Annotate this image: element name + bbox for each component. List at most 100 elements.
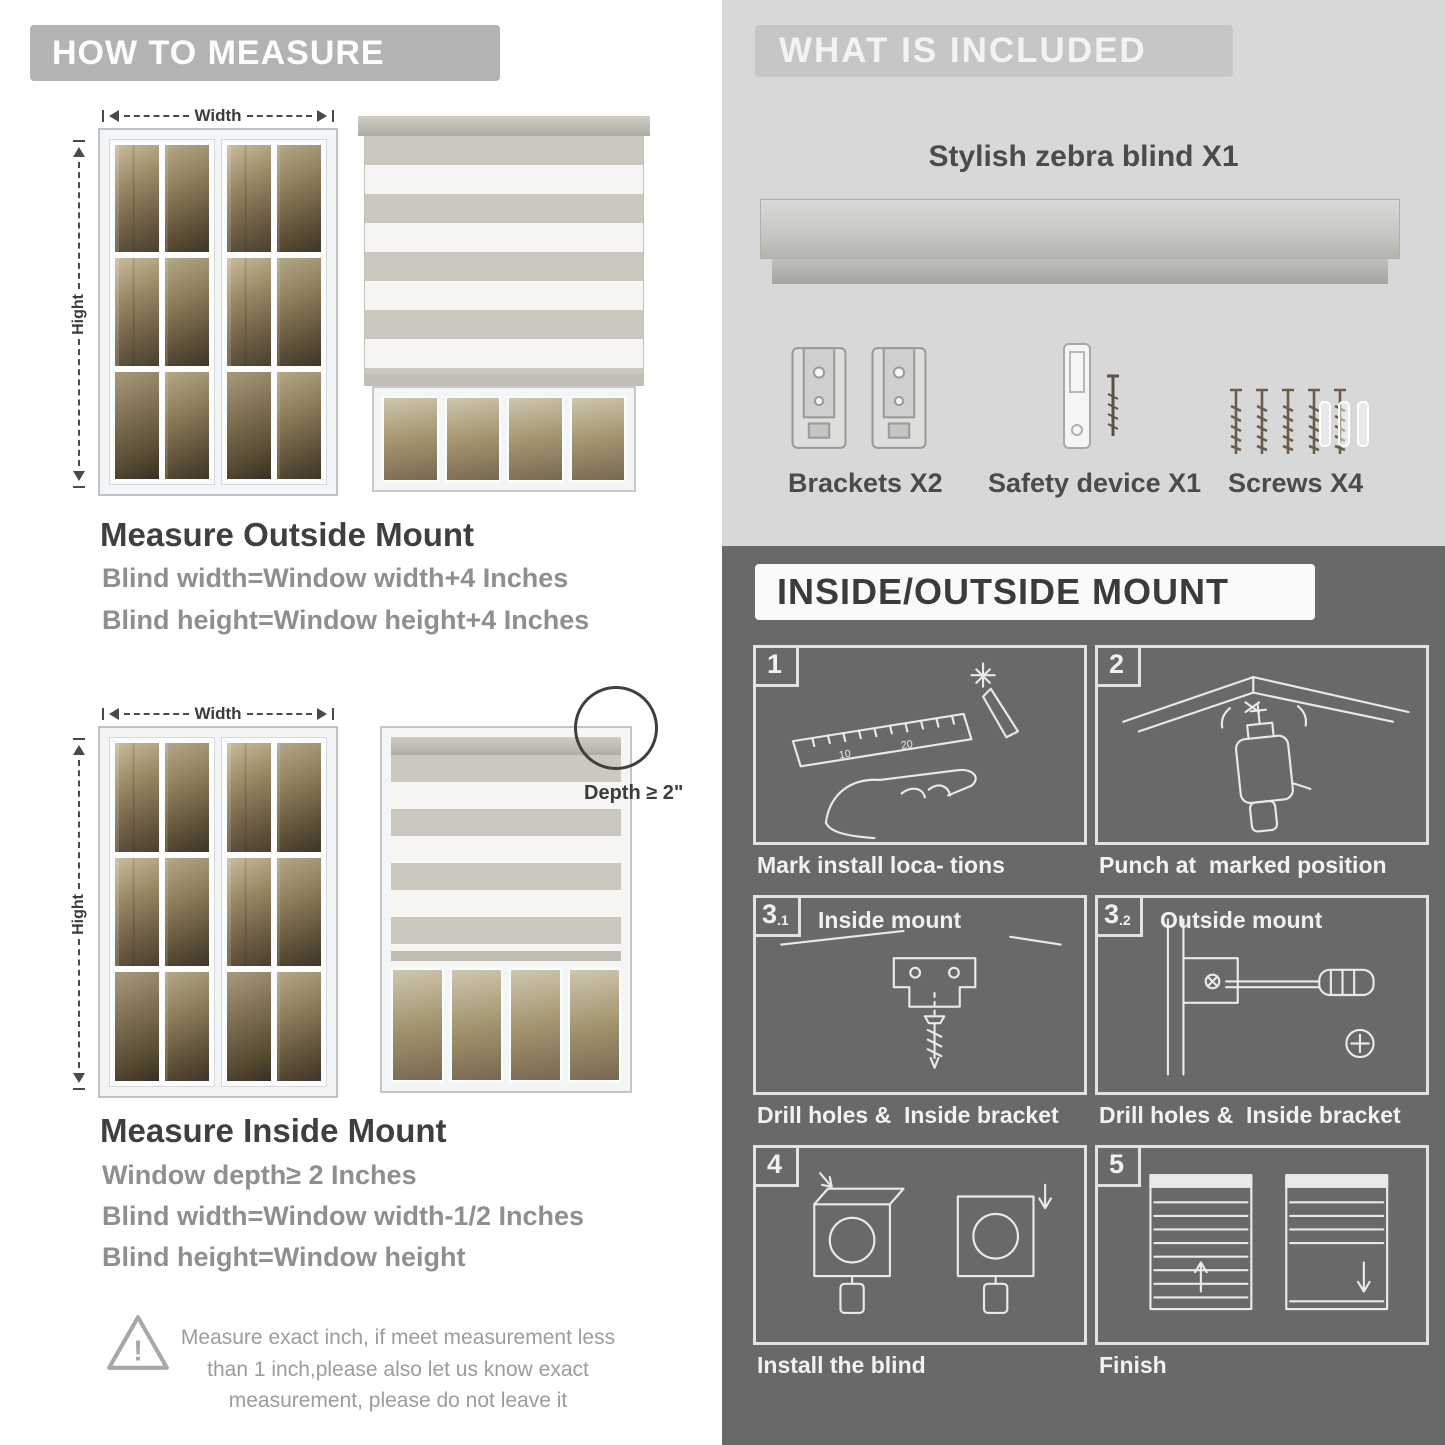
window-pane — [115, 743, 159, 852]
arrow-endcap — [73, 1088, 85, 1090]
warning-exclamation: ! — [133, 1336, 143, 1368]
arrow-dash — [78, 760, 80, 889]
window-fragment — [372, 386, 636, 492]
window-illustration-inside — [98, 726, 338, 1098]
mark-locations-illustration: 10 20 — [791, 662, 1020, 840]
how-to-measure-header: HOW TO MEASURE — [30, 25, 500, 81]
window-pane — [227, 371, 271, 479]
window-pane — [277, 145, 321, 253]
width-arrow: Width — [102, 704, 334, 724]
arrow-endcap — [332, 708, 334, 720]
arrow-dash — [124, 713, 190, 715]
step-number-sub: .2 — [1119, 912, 1131, 928]
depth-callout-circle — [574, 686, 658, 770]
arrow-up-icon — [73, 147, 85, 157]
blind-cassette — [358, 116, 650, 136]
step-number-badge: 5 — [1095, 1145, 1141, 1187]
step-number-sub: .1 — [777, 912, 789, 928]
blind-headrail-bottom-profile — [772, 259, 1388, 284]
window-sash — [109, 139, 215, 485]
inside-mount-blind-illustration — [380, 726, 632, 1093]
warning-triangle-icon: ! — [107, 1315, 169, 1370]
outside-mount-formula-width: Blind width=Window width+4 Inches — [102, 563, 569, 593]
height-arrow: Hight — [70, 738, 88, 1090]
outside-bracket-illustration — [1166, 918, 1375, 1076]
safety-device-icon — [1063, 343, 1091, 449]
inside-mount-depth-rule: Window depth≥ 2 Inches — [102, 1160, 417, 1190]
depth-callout-label: Depth ≥ 2" — [584, 782, 684, 804]
step-panel-5: 5 — [1095, 1145, 1429, 1345]
arrow-endcap — [102, 110, 104, 122]
window-pane — [115, 145, 159, 253]
step-caption-5: Finish — [1099, 1352, 1167, 1378]
step-panel-1: 10 20 1 — [753, 645, 1087, 845]
window-pane — [277, 371, 321, 479]
blind-headrail-image — [760, 199, 1400, 259]
window-pane — [277, 972, 321, 1081]
arrow-down-icon — [73, 1073, 85, 1083]
window-pane — [569, 396, 626, 482]
window-pane — [277, 857, 321, 967]
blind-bottom-rail — [364, 374, 644, 386]
window-pane — [165, 857, 209, 967]
width-label: Width — [194, 106, 242, 125]
zebra-shade — [364, 136, 644, 374]
window-pane — [165, 371, 209, 479]
arrow-right-icon — [317, 110, 327, 122]
window-sash — [221, 737, 327, 1087]
height-arrow: Hight — [70, 140, 88, 488]
inside-bracket-illustration — [780, 929, 1062, 1069]
window-pane — [165, 258, 209, 366]
blind-cassette — [391, 737, 621, 755]
step-caption-2: Punch at marked position — [1099, 852, 1387, 878]
window-pane — [391, 968, 444, 1082]
step-number-badge: 4 — [753, 1145, 799, 1187]
arrow-endcap — [332, 110, 334, 122]
outside-mount-title: Measure Outside Mount — [100, 516, 475, 553]
screws-label: Screws X4 — [1228, 468, 1364, 498]
arrow-endcap — [73, 140, 85, 142]
wall-anchors-icon — [1319, 401, 1369, 447]
drill-ceiling-illustration — [1122, 676, 1410, 833]
arrow-down-icon — [73, 471, 85, 481]
width-label: Width — [194, 704, 242, 723]
width-arrow: Width — [102, 106, 334, 126]
screw-icon — [1107, 374, 1119, 436]
step-number: 3 — [1104, 899, 1120, 929]
mount-header: INSIDE/OUTSIDE MOUNT — [755, 564, 1315, 620]
step-caption-4: Install the blind — [757, 1352, 926, 1378]
arrow-dash — [78, 339, 80, 466]
svg-text:10: 10 — [838, 748, 852, 762]
window-pane — [165, 743, 209, 852]
window-illustration-outside — [98, 128, 338, 496]
window-pane — [115, 972, 159, 1081]
window-pane — [115, 258, 159, 366]
step-panel-3-2: 3.2 Outside mount — [1095, 895, 1429, 1095]
inside-mount-title: Measure Inside Mount — [100, 1112, 447, 1149]
outside-mount-blind-illustration — [358, 116, 650, 492]
step-panel-3-1: 3.1 Inside mount — [753, 895, 1087, 1095]
bracket-icon — [791, 347, 847, 449]
measure-warning-text: Measure exact inch, if meet measurement … — [180, 1326, 616, 1412]
window-pane — [450, 968, 503, 1082]
window-pane — [227, 972, 271, 1081]
window-pane — [227, 258, 271, 366]
window-pane — [507, 396, 564, 482]
window-pane — [277, 743, 321, 852]
window-pane — [277, 258, 321, 366]
window-pane — [165, 145, 209, 253]
step-number-badge: 1 — [753, 645, 799, 687]
step-caption-1: Mark install loca- tions — [757, 852, 1005, 878]
step-caption-3-1: Drill holes & Inside bracket — [757, 1102, 1059, 1128]
zebra-shade — [391, 755, 621, 951]
step-number-badge: 3.2 — [1095, 895, 1143, 937]
arrow-right-icon — [317, 708, 327, 720]
height-label: Hight — [70, 893, 87, 935]
step-number: 4 — [766, 1149, 783, 1179]
window-fragment — [391, 968, 621, 1082]
window-pane — [227, 857, 271, 967]
window-sash — [221, 139, 327, 485]
arrow-endcap — [102, 708, 104, 720]
window-pane — [115, 857, 159, 967]
